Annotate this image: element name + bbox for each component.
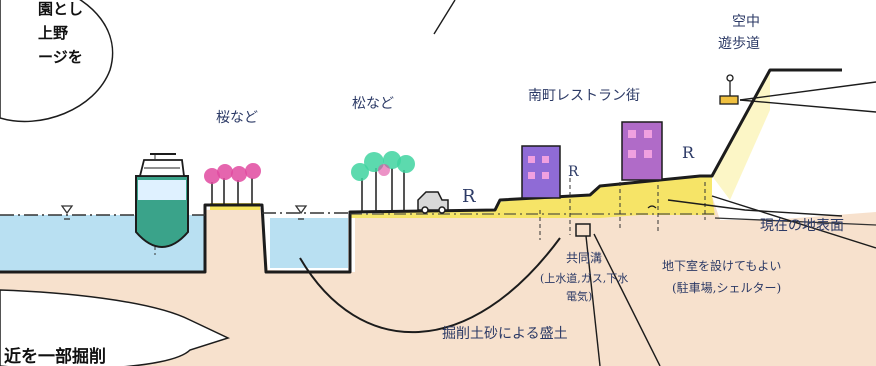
label-r-2: R <box>568 164 579 180</box>
bubble-text-top-2: 上野 <box>38 24 68 42</box>
label-sakura: 桜など <box>216 110 258 126</box>
skywalk-ramp-fill <box>712 70 770 200</box>
fill-embankment <box>350 176 715 218</box>
boat-icon <box>135 153 189 248</box>
sakura-trees-icon <box>204 163 261 205</box>
bubble-text-bottom: 近を一部掘削 <box>4 346 106 366</box>
pedestrian-icon <box>719 74 739 105</box>
leader-lines <box>433 0 876 366</box>
label-fill-note: 掘削土砂による盛土 <box>442 326 568 342</box>
soil-layer <box>0 178 876 366</box>
label-r-1: R <box>462 186 476 207</box>
label-basement-2: (駐車場,シェルター) <box>672 280 781 295</box>
car-icon <box>417 191 449 214</box>
pine-trees-icon <box>351 151 415 212</box>
label-basement-1: 地下室を設けてもよい <box>662 258 781 273</box>
speech-bubble-bottom-left <box>0 289 231 366</box>
bubble-text-top-1: 園とし <box>38 0 83 18</box>
label-utility-3: 電気) <box>566 289 592 303</box>
utility-tunnel-box <box>575 223 591 237</box>
excavation-arc <box>299 237 561 333</box>
label-current-ground: 現在の地表面 <box>760 218 844 234</box>
building-right-icon <box>621 121 663 181</box>
label-sky-walkway-2: 遊歩道 <box>718 36 760 52</box>
bubble-text-top-3: ージを <box>38 48 83 66</box>
basement-marker <box>647 205 657 209</box>
label-sky-walkway-1: 空中 <box>732 14 760 30</box>
label-utility-1: 共同溝 <box>566 251 602 265</box>
water-marker-icon <box>60 205 308 220</box>
label-utility-2: (上水道,ガス,下水 <box>540 271 628 285</box>
label-r-3: R <box>682 143 695 162</box>
label-pine: 松など <box>352 96 394 112</box>
speech-bubble-top-left <box>0 0 114 123</box>
label-minamimachi: 南町レストラン街 <box>528 88 640 104</box>
building-left-icon <box>521 145 561 199</box>
water-pond <box>270 218 348 268</box>
reference-level-line-2 <box>714 217 876 226</box>
